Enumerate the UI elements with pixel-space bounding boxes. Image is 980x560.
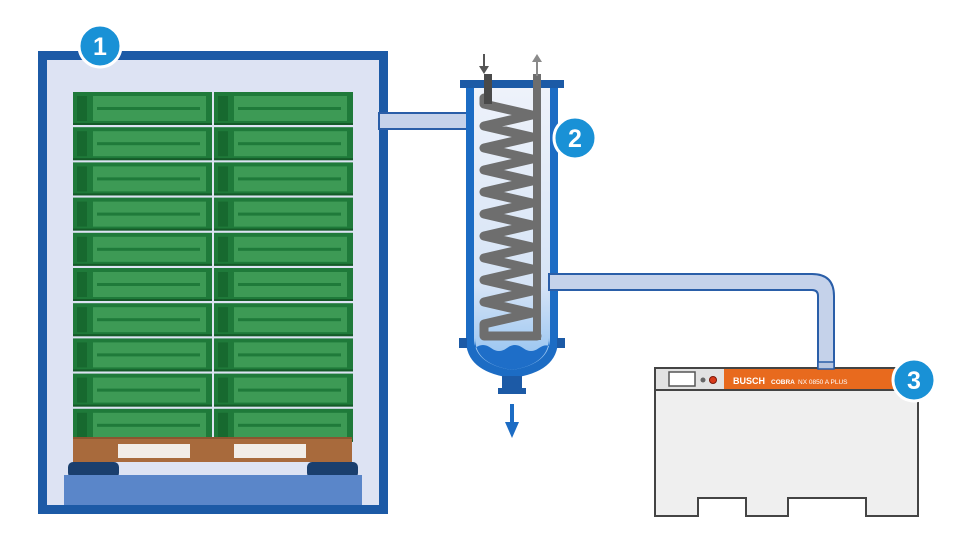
- vacuum-pump: BUSCH COBRA NX 0850 A PLUS: [654, 361, 919, 517]
- chamber-base-shelf: [64, 475, 362, 505]
- marker-3: 3: [891, 357, 937, 403]
- pump-power-button-icon: [709, 376, 717, 384]
- pump-model: NX 0850 A PLUS: [798, 379, 848, 386]
- pump-display: [668, 371, 696, 387]
- pallet-foot-left: [68, 462, 119, 478]
- pump-indicator-light: [700, 377, 706, 383]
- drying-chamber: [38, 51, 388, 514]
- svg-text:3: 3: [907, 367, 921, 395]
- condensate-liquid: [475, 338, 549, 370]
- marker-1: 1: [77, 23, 123, 69]
- pump-orange-band: [724, 369, 917, 389]
- marker-2: 2: [552, 115, 598, 161]
- tray-stack: [73, 92, 353, 442]
- pallet: [73, 437, 352, 462]
- chamber-to-condenser-pipe: [378, 112, 482, 130]
- condenser-to-pump-pipe: [548, 273, 835, 367]
- coil-path: [479, 93, 542, 341]
- coolant-outlet-arrow-icon: [532, 54, 542, 76]
- svg-text:2: 2: [568, 125, 582, 153]
- condenser: [459, 74, 565, 394]
- cooling-coil: [479, 93, 542, 341]
- coolant-return-tube: [533, 74, 541, 340]
- pallet-foot-right: [307, 462, 358, 478]
- drain-arrow-icon: [505, 404, 519, 438]
- coolant-inlet-arrow-icon: [479, 54, 489, 74]
- svg-text:1: 1: [93, 33, 107, 61]
- pump-series: COBRA: [771, 379, 795, 386]
- pump-brand: BUSCH: [733, 376, 765, 386]
